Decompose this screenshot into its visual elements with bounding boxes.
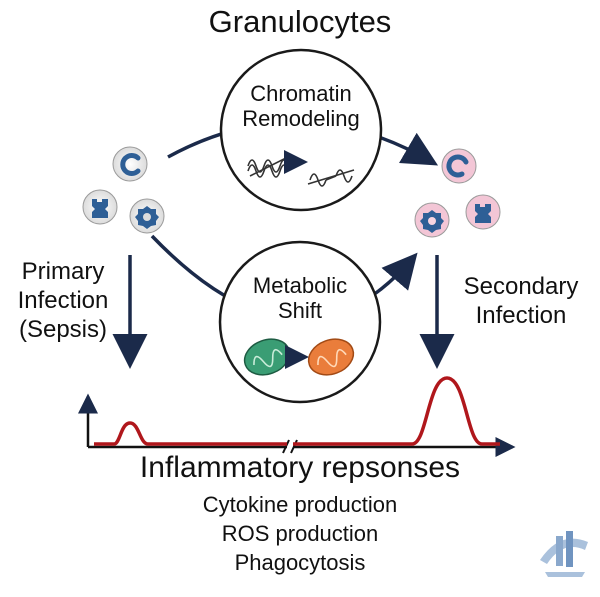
- secondary-label-line2: Infection: [475, 301, 567, 329]
- secondary-label-line1: Secondary: [463, 273, 579, 300]
- primary-infection-label: Primary Infection (Sepsis): [8, 258, 118, 344]
- chromatin-label-line2: Remodeling: [242, 105, 360, 131]
- inflammatory-responses-title: Inflammatory repsonses: [139, 451, 461, 484]
- response-item-cytokine: Cytokine production: [202, 492, 398, 517]
- response-item-phagocytosis: Phagocytosis: [234, 550, 366, 575]
- orange-mitochondrion-icon: [307, 338, 355, 376]
- primary-response-curve: [94, 421, 287, 446]
- response-plot: [78, 376, 516, 457]
- chromatin-open-icon: [307, 169, 355, 187]
- journal-logo: [535, 525, 591, 581]
- left-cell-bottom-right: [129, 198, 165, 234]
- secondary-infection-label: Secondary Infection: [446, 273, 596, 331]
- left-cells: [82, 146, 165, 234]
- response-item-ros: ROS production: [221, 521, 379, 546]
- right-cells: [414, 148, 501, 238]
- secondary-response-curve: [293, 376, 500, 446]
- primary-label-line1: Primary: [21, 258, 105, 285]
- chromatin-label-line1: Chromatin: [250, 81, 352, 106]
- metabolic-shift-label: Metabolic Shift: [220, 273, 380, 323]
- metabolic-label-line2: Shift: [277, 297, 323, 323]
- chromatin-remodeling-label: Chromatin Remodeling: [221, 81, 381, 131]
- primary-label-line2: Infection: [17, 286, 109, 314]
- primary-label-line3: (Sepsis): [18, 315, 108, 343]
- right-cell-bottom-left: [414, 202, 450, 238]
- metabolic-label-line1: Metabolic: [252, 273, 348, 298]
- chromatin-coil-icon: [247, 155, 291, 178]
- diagram-title: Granulocytes: [208, 4, 392, 39]
- axis-break-mark: [282, 439, 298, 454]
- left-cell-top: [112, 146, 148, 182]
- left-cell-bottom-left: [82, 189, 118, 225]
- right-cell-top: [441, 148, 477, 184]
- right-cell-bottom-right: [465, 194, 501, 230]
